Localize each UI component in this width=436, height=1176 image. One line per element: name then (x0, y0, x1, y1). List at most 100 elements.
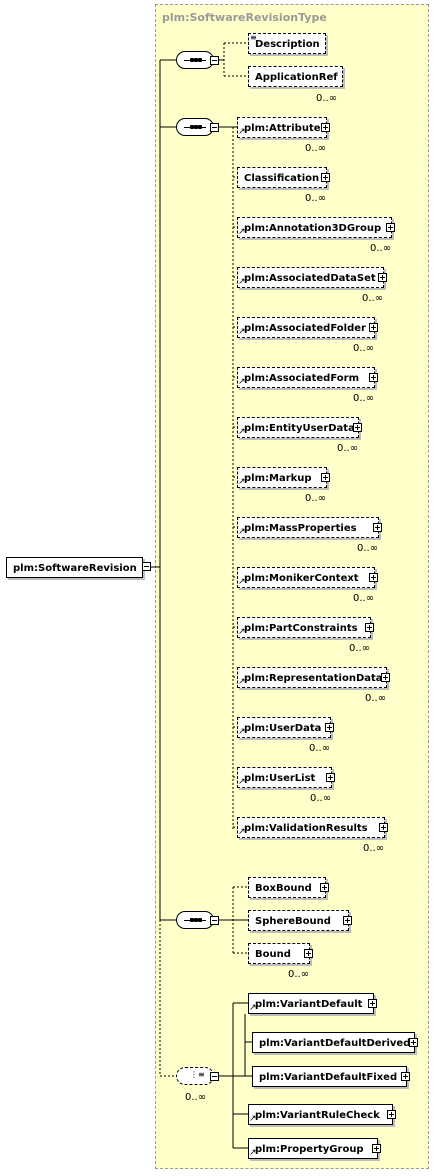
collapse-icon[interactable] (210, 1072, 219, 1081)
element-label: plm:Attribute (244, 123, 321, 134)
expand-icon[interactable] (381, 673, 390, 682)
element-variantrulecheck[interactable]: plm:VariantRuleCheck (248, 1104, 393, 1125)
element-label: Classification (244, 173, 320, 184)
element-applicationref[interactable]: ApplicationRef (248, 66, 343, 87)
element-validationresults[interactable]: plm:ValidationResults (237, 817, 385, 838)
expand-icon[interactable] (368, 999, 377, 1008)
element-boxbound[interactable]: BoxBound (248, 877, 326, 898)
element-label: plm:MassProperties (244, 523, 357, 534)
element-label: plm:UserList (244, 773, 316, 784)
expand-icon[interactable] (321, 473, 330, 482)
reference-arrow-icon: ↗ (238, 577, 246, 587)
expand-icon[interactable] (320, 883, 329, 892)
element-variantdefaultderived[interactable]: plm:VariantDefaultDerived (252, 1032, 415, 1053)
expand-icon[interactable] (401, 1072, 410, 1081)
element-associatedform[interactable]: plm:AssociatedForm (237, 367, 375, 388)
expand-icon[interactable] (373, 523, 382, 532)
choice-icon: ⋮≡ (190, 1070, 205, 1079)
element-associateddataset[interactable]: plm:AssociatedDataSet (237, 267, 384, 288)
cardinality-label: 0..∞ (370, 243, 392, 254)
cardinality-label: 0..∞ (310, 793, 332, 804)
expand-icon[interactable] (365, 623, 374, 632)
cardinality-label: 0..∞ (288, 969, 310, 980)
element-label: plm:UserData (244, 723, 322, 734)
element-massproperties[interactable]: plm:MassProperties (237, 517, 379, 538)
element-label: plm:AssociatedDataSet (244, 273, 376, 284)
element-label: plm:ValidationResults (244, 823, 368, 834)
element-label: Description (255, 39, 320, 50)
element-bound[interactable]: Bound (248, 943, 310, 964)
expand-icon[interactable] (353, 423, 362, 432)
reference-arrow-icon: ↗ (238, 427, 246, 437)
element-propertygroup[interactable]: plm:PropertyGroup (248, 1138, 378, 1159)
cardinality-label: 0..∞ (357, 543, 379, 554)
expand-icon[interactable] (372, 1144, 381, 1153)
cardinality-label: 0..∞ (349, 643, 371, 654)
expand-icon[interactable] (369, 323, 378, 332)
expand-icon[interactable] (379, 823, 388, 832)
expand-icon[interactable] (369, 373, 378, 382)
cardinality-label: 0..∞ (365, 693, 387, 704)
element-label: plm:VariantDefaultFixed (259, 1072, 398, 1083)
cardinality-label: 0..∞ (362, 293, 384, 304)
element-partconstraints[interactable]: plm:PartConstraints (237, 617, 371, 638)
element-spherebound[interactable]: SphereBound (248, 910, 349, 931)
element-variantdefaultfixed[interactable]: plm:VariantDefaultFixed (252, 1066, 407, 1087)
element-label: plm:EntityUserData (244, 423, 355, 434)
element-classification[interactable]: Classification (237, 167, 327, 188)
sequence-compositor-1[interactable] (176, 51, 214, 69)
element-label: ApplicationRef (255, 72, 338, 83)
expand-icon[interactable] (321, 173, 330, 182)
cardinality-label: 0..∞ (353, 343, 375, 354)
element-userdata[interactable]: plm:UserData (237, 717, 331, 738)
expand-icon[interactable] (369, 573, 378, 582)
collapse-icon[interactable] (210, 56, 219, 65)
expand-icon[interactable] (321, 123, 330, 132)
element-monikercontext[interactable]: plm:MonikerContext (237, 567, 375, 588)
reference-arrow-icon: ↗ (238, 777, 246, 787)
reference-arrow-icon: ↗ (249, 1148, 257, 1158)
reference-arrow-icon: ↗ (238, 727, 246, 737)
collapse-icon[interactable] (142, 562, 151, 571)
expand-icon[interactable] (304, 949, 313, 958)
collapse-icon[interactable] (210, 916, 219, 925)
expand-icon[interactable] (326, 773, 335, 782)
expand-icon[interactable] (343, 916, 352, 925)
cardinality-label: 0..∞ (316, 93, 338, 104)
element-attribute[interactable]: plm:Attribute (237, 117, 327, 138)
element-userlist[interactable]: plm:UserList (237, 767, 332, 788)
cardinality-label: 0..∞ (305, 493, 327, 504)
cardinality-label: 0..∞ (363, 843, 385, 854)
documentation-icon: ≡ (250, 33, 257, 42)
element-associatedfolder[interactable]: plm:AssociatedFolder (237, 317, 375, 338)
sequence-compositor-3[interactable] (176, 911, 214, 929)
element-description[interactable]: Description (248, 33, 326, 54)
element-label: plm:AssociatedFolder (244, 323, 366, 334)
element-markup[interactable]: plm:Markup (237, 467, 327, 488)
element-label: plm:VariantDefaultDerived (259, 1038, 411, 1049)
expand-icon[interactable] (325, 723, 334, 732)
expand-icon[interactable] (386, 223, 395, 232)
reference-arrow-icon: ↗ (238, 277, 246, 287)
root-element-box[interactable]: plm:SoftwareRevision (6, 557, 143, 578)
reference-arrow-icon: ↗ (238, 227, 246, 237)
element-entityuserdata[interactable]: plm:EntityUserData (237, 417, 359, 438)
element-label: Bound (255, 949, 291, 960)
expand-icon[interactable] (378, 273, 387, 282)
element-variantdefault[interactable]: plm:VariantDefault (248, 993, 374, 1014)
element-label: plm:RepresentationData (244, 673, 383, 684)
element-label: plm:Markup (244, 473, 312, 484)
reference-arrow-icon: ↗ (238, 477, 246, 487)
reference-arrow-icon: ↗ (238, 377, 246, 387)
expand-icon[interactable] (387, 1110, 396, 1119)
reference-arrow-icon: ↗ (238, 527, 246, 537)
cardinality-label: 0..∞ (353, 393, 375, 404)
element-annotation3dgroup[interactable]: plm:Annotation3DGroup (237, 217, 392, 238)
element-representationdata[interactable]: plm:RepresentationData (237, 667, 387, 688)
sequence-compositor-2[interactable] (176, 118, 214, 136)
reference-arrow-icon: ↗ (249, 1003, 257, 1013)
collapse-icon[interactable] (210, 123, 219, 132)
cardinality-label: 0..∞ (337, 443, 359, 454)
expand-icon[interactable] (409, 1038, 418, 1047)
